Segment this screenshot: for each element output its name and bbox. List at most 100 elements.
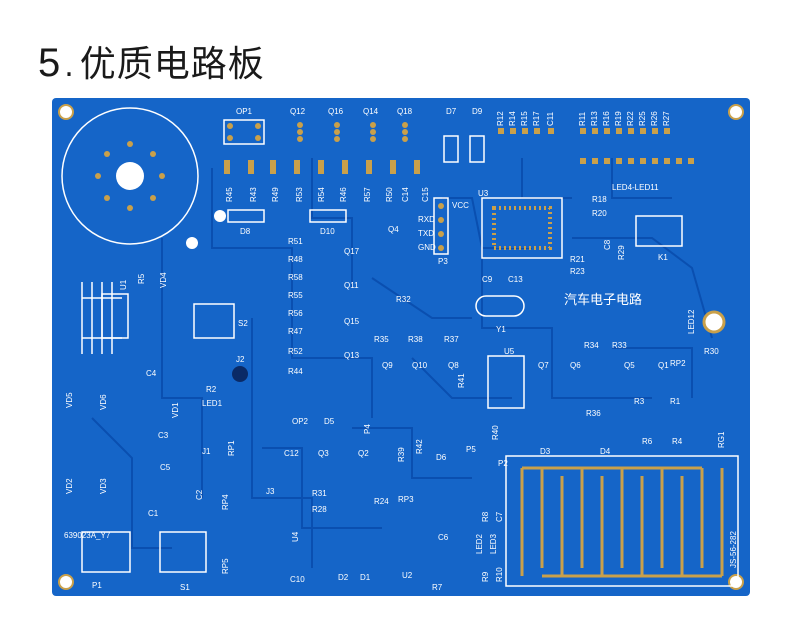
label-r4: R4 xyxy=(672,437,683,446)
label-u3: U3 xyxy=(478,189,489,198)
label-q17: Q17 xyxy=(344,247,360,256)
label-p5: P5 xyxy=(466,445,476,454)
label-rg1: RG1 xyxy=(717,431,726,448)
label-top-r16: R16 xyxy=(602,111,611,126)
label-s1: S1 xyxy=(180,583,190,592)
label-row2-r46: R46 xyxy=(339,187,348,202)
row2-pads xyxy=(224,160,420,174)
label-vd4: VD4 xyxy=(159,272,168,288)
label-j2: J2 xyxy=(236,355,245,364)
section-number: 5 xyxy=(38,41,61,85)
label-r38: R38 xyxy=(408,335,423,344)
label-rp1: RP1 xyxy=(227,440,236,456)
label-c10: C10 xyxy=(290,575,305,584)
label-r5: R5 xyxy=(137,273,146,284)
label-q12: Q12 xyxy=(290,107,306,116)
label-br-c6: C6 xyxy=(438,533,449,542)
label-r32: R32 xyxy=(396,295,411,304)
label-txd: TXD xyxy=(418,229,434,238)
label-s2: S2 xyxy=(238,319,248,328)
label-r36: R36 xyxy=(586,409,601,418)
label-q8: Q8 xyxy=(448,361,459,370)
label-mid-r51: R51 xyxy=(288,237,303,246)
led12-pad xyxy=(702,310,726,334)
s2-switch xyxy=(193,303,235,339)
buzzer-outline xyxy=(61,107,199,245)
label-r21: R21 xyxy=(570,255,585,264)
label-mid-r55: R55 xyxy=(288,291,303,300)
p2-sensor xyxy=(505,455,739,587)
label-r28: R28 xyxy=(312,505,327,514)
label-d5: D5 xyxy=(324,417,335,426)
label-q4: Q4 xyxy=(388,225,399,234)
label-c9: C9 xyxy=(482,275,493,284)
buzzer-pad xyxy=(186,237,198,249)
label-r35: R35 xyxy=(374,335,389,344)
label-k1: K1 xyxy=(658,253,668,262)
label-q10: Q10 xyxy=(412,361,428,370)
label-r30: R30 xyxy=(704,347,719,356)
label-row2-r50: R50 xyxy=(385,187,394,202)
label-r20: R20 xyxy=(592,209,607,218)
label-p1: P1 xyxy=(92,581,102,590)
label-vd1: VD1 xyxy=(171,402,180,418)
label-q13: Q13 xyxy=(344,351,360,360)
top-component-pads xyxy=(227,122,408,142)
label-r40: R40 xyxy=(491,425,500,440)
label-d6: D6 xyxy=(436,453,447,462)
j2-jack xyxy=(232,366,248,382)
label-row2-c15: C15 xyxy=(421,187,430,202)
section-title: 优质电路板 xyxy=(79,44,265,85)
label-r23: R23 xyxy=(570,267,585,276)
label-c13: C13 xyxy=(508,275,523,284)
label-r3: R3 xyxy=(634,397,645,406)
label-br-c7: C7 xyxy=(495,511,504,522)
label-rp3: RP3 xyxy=(398,495,414,504)
label-vd3: VD3 xyxy=(99,478,108,494)
label-c5: C5 xyxy=(160,463,171,472)
mount-hole xyxy=(58,104,74,120)
label-rp2: RP2 xyxy=(670,359,686,368)
label-mid-r56: R56 xyxy=(288,309,303,318)
label-j3: J3 xyxy=(266,487,275,496)
label-q16: Q16 xyxy=(328,107,344,116)
label-c4: C4 xyxy=(146,369,157,378)
label-led1: LED1 xyxy=(202,399,223,408)
label-q7: Q7 xyxy=(538,361,549,370)
mount-hole xyxy=(728,104,744,120)
label-row2-r57: R57 xyxy=(363,187,372,202)
label-p3: P3 xyxy=(438,257,448,266)
label-c3: C3 xyxy=(158,431,169,440)
label-rp5: RP5 xyxy=(221,558,230,574)
label-br-led2: LED2 xyxy=(475,533,484,554)
u5-chip xyxy=(487,355,525,409)
u3-chip-inner xyxy=(492,206,552,250)
label-top-r14: R14 xyxy=(508,111,517,126)
label-gnd: GND xyxy=(418,243,436,252)
label-p4: P4 xyxy=(363,424,372,434)
label-d7: D7 xyxy=(446,107,457,116)
label-top-r12: R12 xyxy=(496,111,505,126)
d10-body xyxy=(309,209,347,223)
p2-sensor-comb xyxy=(520,466,724,578)
label-u4: U4 xyxy=(291,531,300,542)
label-c12: C12 xyxy=(284,449,299,458)
y1-crystal xyxy=(475,295,525,317)
label-q5: Q5 xyxy=(624,361,635,370)
mount-hole xyxy=(58,574,74,590)
p3-pins xyxy=(438,203,444,251)
s1-switch xyxy=(159,531,207,573)
label-br-led3: LED3 xyxy=(489,533,498,554)
label-r37: R37 xyxy=(444,335,459,344)
u1-body xyxy=(101,293,129,339)
pcb-substrate xyxy=(52,98,750,596)
label-d1: D1 xyxy=(360,573,371,582)
label-op2: OP2 xyxy=(292,417,309,426)
label-vcc: VCC xyxy=(452,201,469,210)
label-r31: R31 xyxy=(312,489,327,498)
label-top-r11: R11 xyxy=(578,111,587,126)
label-mid-r58: R58 xyxy=(288,273,303,282)
label-top-r17: R17 xyxy=(532,111,541,126)
mount-hole xyxy=(728,574,744,590)
p1-header xyxy=(81,531,131,573)
